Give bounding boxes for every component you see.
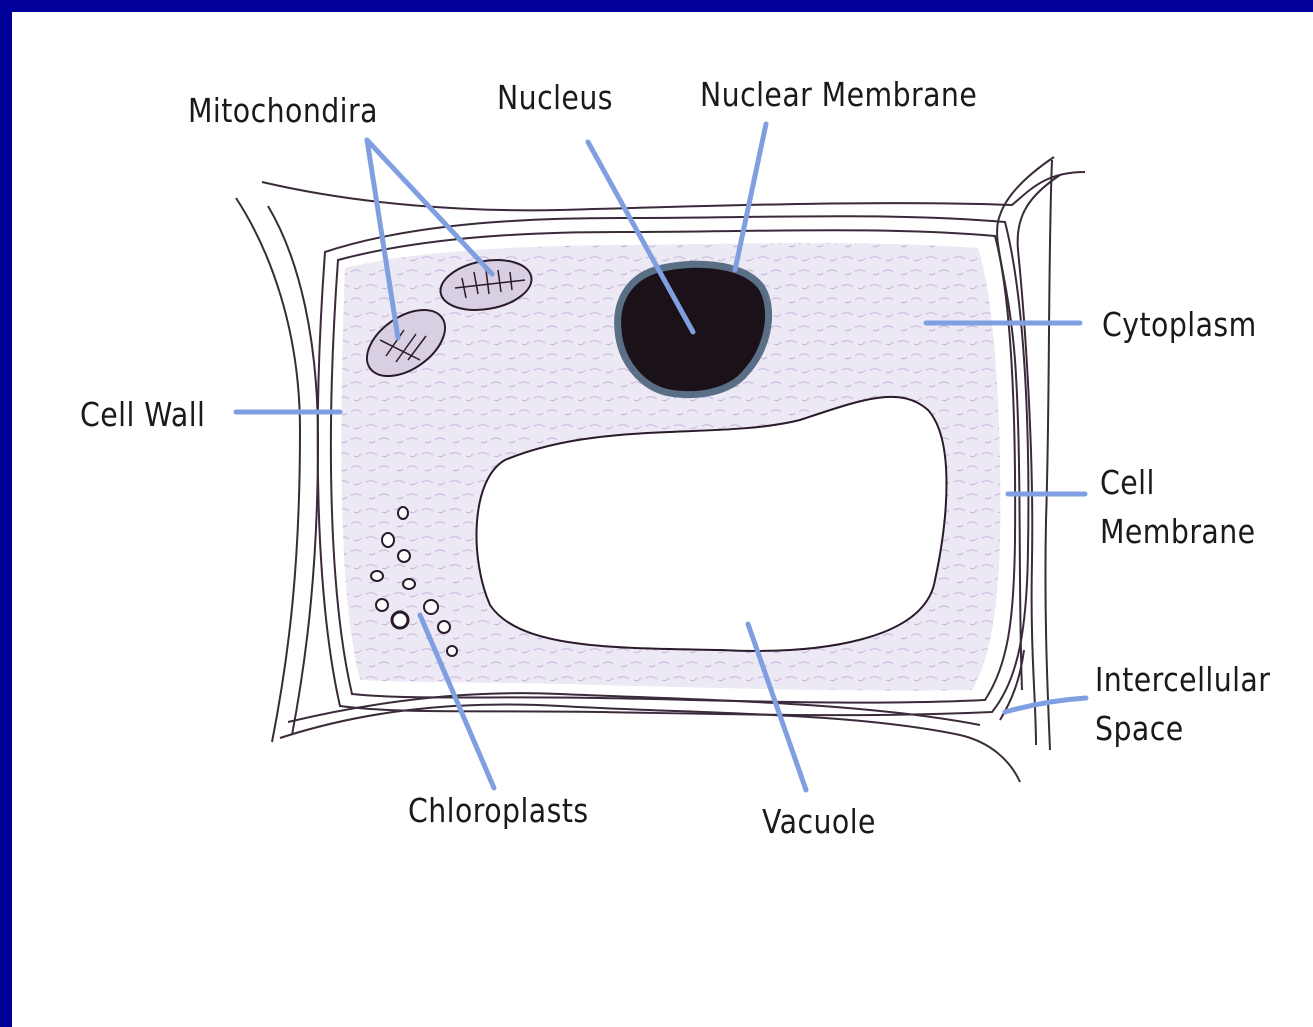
chloroplast-2 <box>382 533 394 547</box>
chloroplasts-label: Chloroplasts <box>408 786 589 835</box>
chloroplast-6 <box>376 599 388 611</box>
chloroplast-4 <box>371 571 383 581</box>
intercellular-space-leader <box>1005 698 1086 712</box>
cell-wall-label: Cell Wall <box>80 390 205 439</box>
vacuole-label: Vacuole <box>762 797 876 846</box>
chloroplast-9 <box>438 621 450 633</box>
nucleus-label: Nucleus <box>497 73 613 122</box>
cytoplasm-label: Cytoplasm <box>1102 300 1257 349</box>
cell-membrane-label: Cell Membrane <box>1100 458 1256 556</box>
mitochondria-label: Mitochondira <box>188 86 378 135</box>
chloroplast-8 <box>424 600 438 614</box>
intercellular-space-label: Intercellular Space <box>1095 655 1270 753</box>
chloroplast-1 <box>398 507 408 519</box>
chloroplast-7 <box>392 612 408 628</box>
chloroplast-3 <box>398 550 410 562</box>
chloroplast-5 <box>403 579 415 589</box>
nuclear-membrane-label: Nuclear Membrane <box>700 70 977 119</box>
chloroplast-10 <box>447 646 457 656</box>
